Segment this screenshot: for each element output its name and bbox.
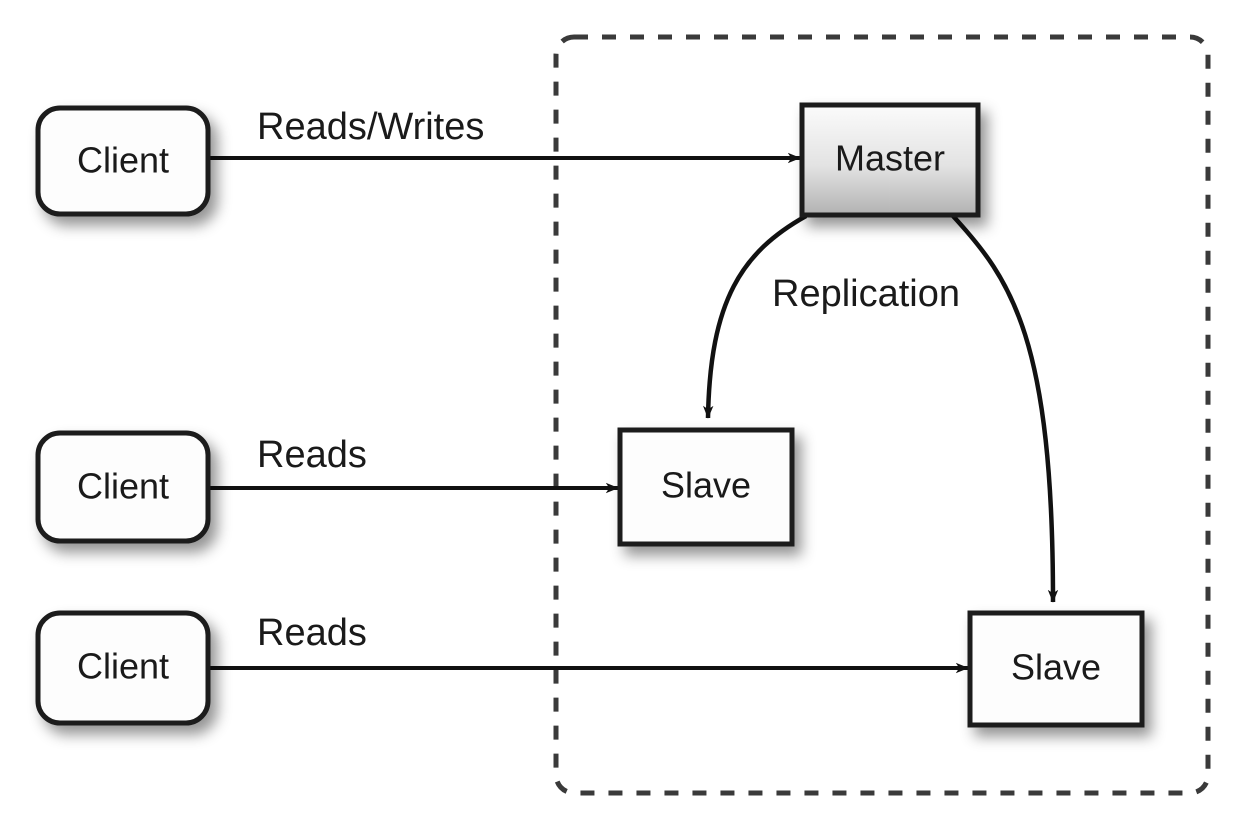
client-3-label: Client	[77, 646, 169, 687]
master-label: Master	[835, 138, 945, 179]
client-3-box[interactable]	[35, 610, 211, 726]
edge-curve-replication-right	[951, 214, 1059, 603]
database-cluster-boundary	[553, 34, 1211, 796]
master-box[interactable]	[799, 102, 981, 218]
client-1-label: Client	[77, 140, 169, 181]
node-slave-1[interactable]: Slave	[617, 427, 795, 547]
slave-2-box[interactable]	[967, 610, 1145, 728]
edge-label-reads-top: Reads	[257, 434, 367, 476]
node-slave-2[interactable]: Slave	[967, 610, 1145, 728]
edge-curve-replication-left	[703, 214, 808, 419]
edge-label-reads-bottom: Reads	[257, 612, 367, 654]
node-client-3[interactable]: Client	[35, 610, 211, 726]
slave-1-box[interactable]	[617, 427, 795, 547]
edge-master-to-slave2	[951, 214, 1059, 603]
edge-label-reads-writes: Reads/Writes	[257, 106, 484, 148]
node-client-2[interactable]: Client	[35, 430, 211, 544]
edge-master-to-slave1	[703, 214, 808, 419]
edge-label-replication: Replication	[772, 273, 960, 315]
node-client-1[interactable]: Client	[35, 105, 211, 217]
slave-2-label: Slave	[1011, 647, 1101, 688]
client-1-box[interactable]	[35, 105, 211, 217]
node-master[interactable]: Master	[799, 102, 981, 218]
slave-1-label: Slave	[661, 465, 751, 506]
client-2-label: Client	[77, 466, 169, 507]
client-2-box[interactable]	[35, 430, 211, 544]
